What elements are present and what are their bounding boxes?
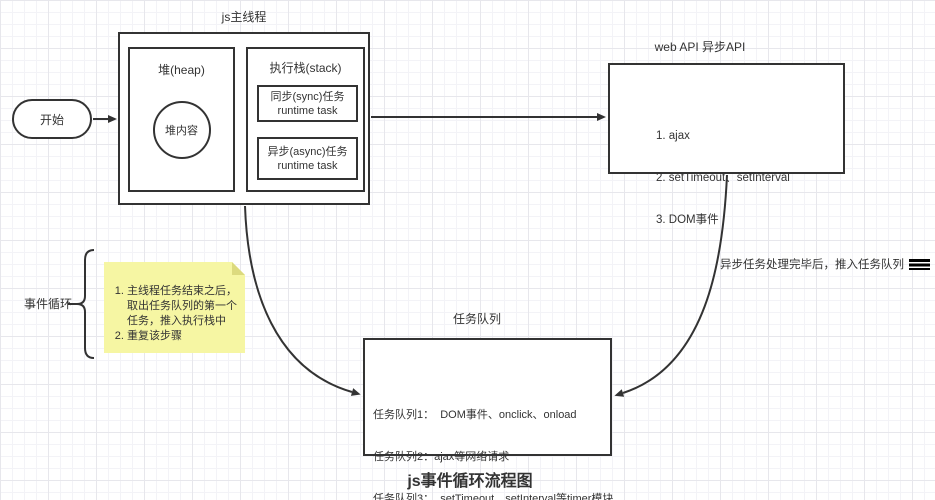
main-thread-box[interactable]: 堆(heap) 堆内容 执行栈(stack) 同步(sync)任务 runtim… bbox=[118, 32, 370, 205]
async-done-text: 异步任务处理完毕后，推入任务队列 bbox=[720, 259, 904, 271]
connector-main-to-queue bbox=[244, 205, 361, 396]
heap-box[interactable]: 堆(heap) 堆内容 bbox=[128, 47, 235, 192]
async-task-box[interactable]: 异步(async)任务 runtime task bbox=[257, 137, 358, 180]
webapi-item: 2. setTimeout、setInterval bbox=[656, 172, 790, 184]
page-title: js事件循环流程图 bbox=[407, 473, 533, 490]
event-loop-note[interactable]: 主线程任务结束之后，取出任务队列的第一个任务，推入执行栈中 重复该步骤 bbox=[104, 262, 245, 353]
heap-content-circle[interactable]: 堆内容 bbox=[152, 101, 211, 159]
webapi-list: 1. ajax 2. setTimeout、setInterval 3. DOM… bbox=[656, 101, 790, 255]
event-loop-label: 事件循环 bbox=[24, 297, 73, 311]
queue-list-icon bbox=[909, 258, 930, 270]
task-queue-item: 任务队列3： setTimeout、setInterval等timer模块 bbox=[373, 493, 614, 500]
stack-box[interactable]: 执行栈(stack) 同步(sync)任务 runtime task 异步(as… bbox=[246, 47, 365, 192]
event-loop-note-list: 主线程任务结束之后，取出任务队列的第一个任务，推入执行栈中 重复该步骤 bbox=[127, 284, 241, 344]
task-queue-item: 任务队列2：ajax等网络请求 bbox=[373, 451, 510, 463]
webapi-item: 1. ajax bbox=[656, 130, 690, 142]
webapi-item: 3. DOM事件 bbox=[656, 214, 719, 226]
heap-circle-label: 堆内容 bbox=[165, 125, 198, 137]
async-task-line2: runtime task bbox=[277, 159, 338, 172]
sync-task-line2: runtime task bbox=[277, 104, 338, 117]
stack-title: 执行栈(stack) bbox=[269, 61, 342, 75]
webapi-title: web API 异步API bbox=[654, 40, 746, 54]
sync-task-box[interactable]: 同步(sync)任务 runtime task bbox=[257, 85, 358, 122]
task-queue-item: 任务队列1： DOM事件、onclick、onload bbox=[373, 409, 577, 421]
event-loop-note-item: 重复该步骤 bbox=[127, 329, 241, 344]
event-loop-note-item: 主线程任务结束之后，取出任务队列的第一个任务，推入执行栈中 bbox=[127, 284, 241, 329]
task-queue-list: 任务队列1： DOM事件、onclick、onload 任务队列2：ajax等网… bbox=[373, 380, 613, 500]
sync-task-line1: 同步(sync)任务 bbox=[270, 90, 345, 103]
webapi-box[interactable]: 1. ajax 2. setTimeout、setInterval 3. DOM… bbox=[608, 63, 845, 226]
async-task-line1: 异步(async)任务 bbox=[267, 145, 348, 158]
connector-webapi-to-queue bbox=[614, 174, 728, 397]
start-node-label: 开始 bbox=[39, 112, 64, 127]
main-thread-title: js主线程 bbox=[221, 10, 267, 24]
task-queue-box[interactable]: 任务队列1： DOM事件、onclick、onload 任务队列2：ajax等网… bbox=[363, 338, 613, 500]
async-done-annotation: 异步任务处理完毕后，推入任务队列 bbox=[720, 256, 930, 272]
start-node[interactable]: 开始 bbox=[12, 99, 92, 139]
event-loop-brace bbox=[76, 249, 95, 359]
task-queue-title: 任务队列 bbox=[452, 312, 501, 326]
heap-title: 堆(heap) bbox=[158, 63, 205, 77]
